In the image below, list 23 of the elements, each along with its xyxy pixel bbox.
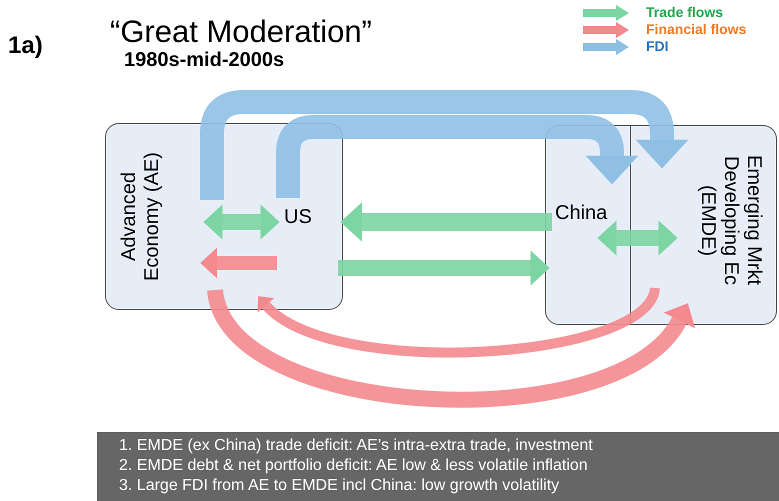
region-box bbox=[630, 125, 777, 325]
legend-label: Trade flows bbox=[646, 4, 724, 20]
arrow bbox=[338, 250, 550, 286]
arrow bbox=[207, 287, 694, 408]
arrow bbox=[200, 90, 688, 200]
title: “Great Moderation” bbox=[110, 14, 372, 50]
note-text: 3. Large FDI from AE to EMDE incl China: low growth volatility bbox=[119, 476, 560, 496]
region-label: Advanced Economy (AE) bbox=[118, 152, 164, 282]
country-label: China bbox=[555, 202, 608, 225]
note-text: 1. EMDE (ex China) trade deficit: AE’s intra-extra trade, investment bbox=[119, 436, 594, 456]
subtitle: 1980s-mid-2000s bbox=[124, 49, 284, 72]
panel-number: 1a) bbox=[8, 32, 43, 60]
arrow bbox=[340, 202, 552, 242]
double-arrow bbox=[203, 204, 280, 240]
region-label: Emerging Mrkt Developing Ec (EMDE) bbox=[696, 154, 765, 288]
legend-label: FDI bbox=[646, 38, 669, 54]
double-arrow bbox=[597, 220, 678, 256]
arrow bbox=[200, 248, 277, 278]
arrow bbox=[276, 115, 638, 198]
arrow bbox=[256, 286, 660, 358]
legend-label: Financial flows bbox=[646, 21, 746, 37]
country-label: US bbox=[284, 206, 312, 229]
note-text: 2. EMDE debt & net portfolio deficit: AE low & less volatile inflation bbox=[119, 456, 589, 476]
